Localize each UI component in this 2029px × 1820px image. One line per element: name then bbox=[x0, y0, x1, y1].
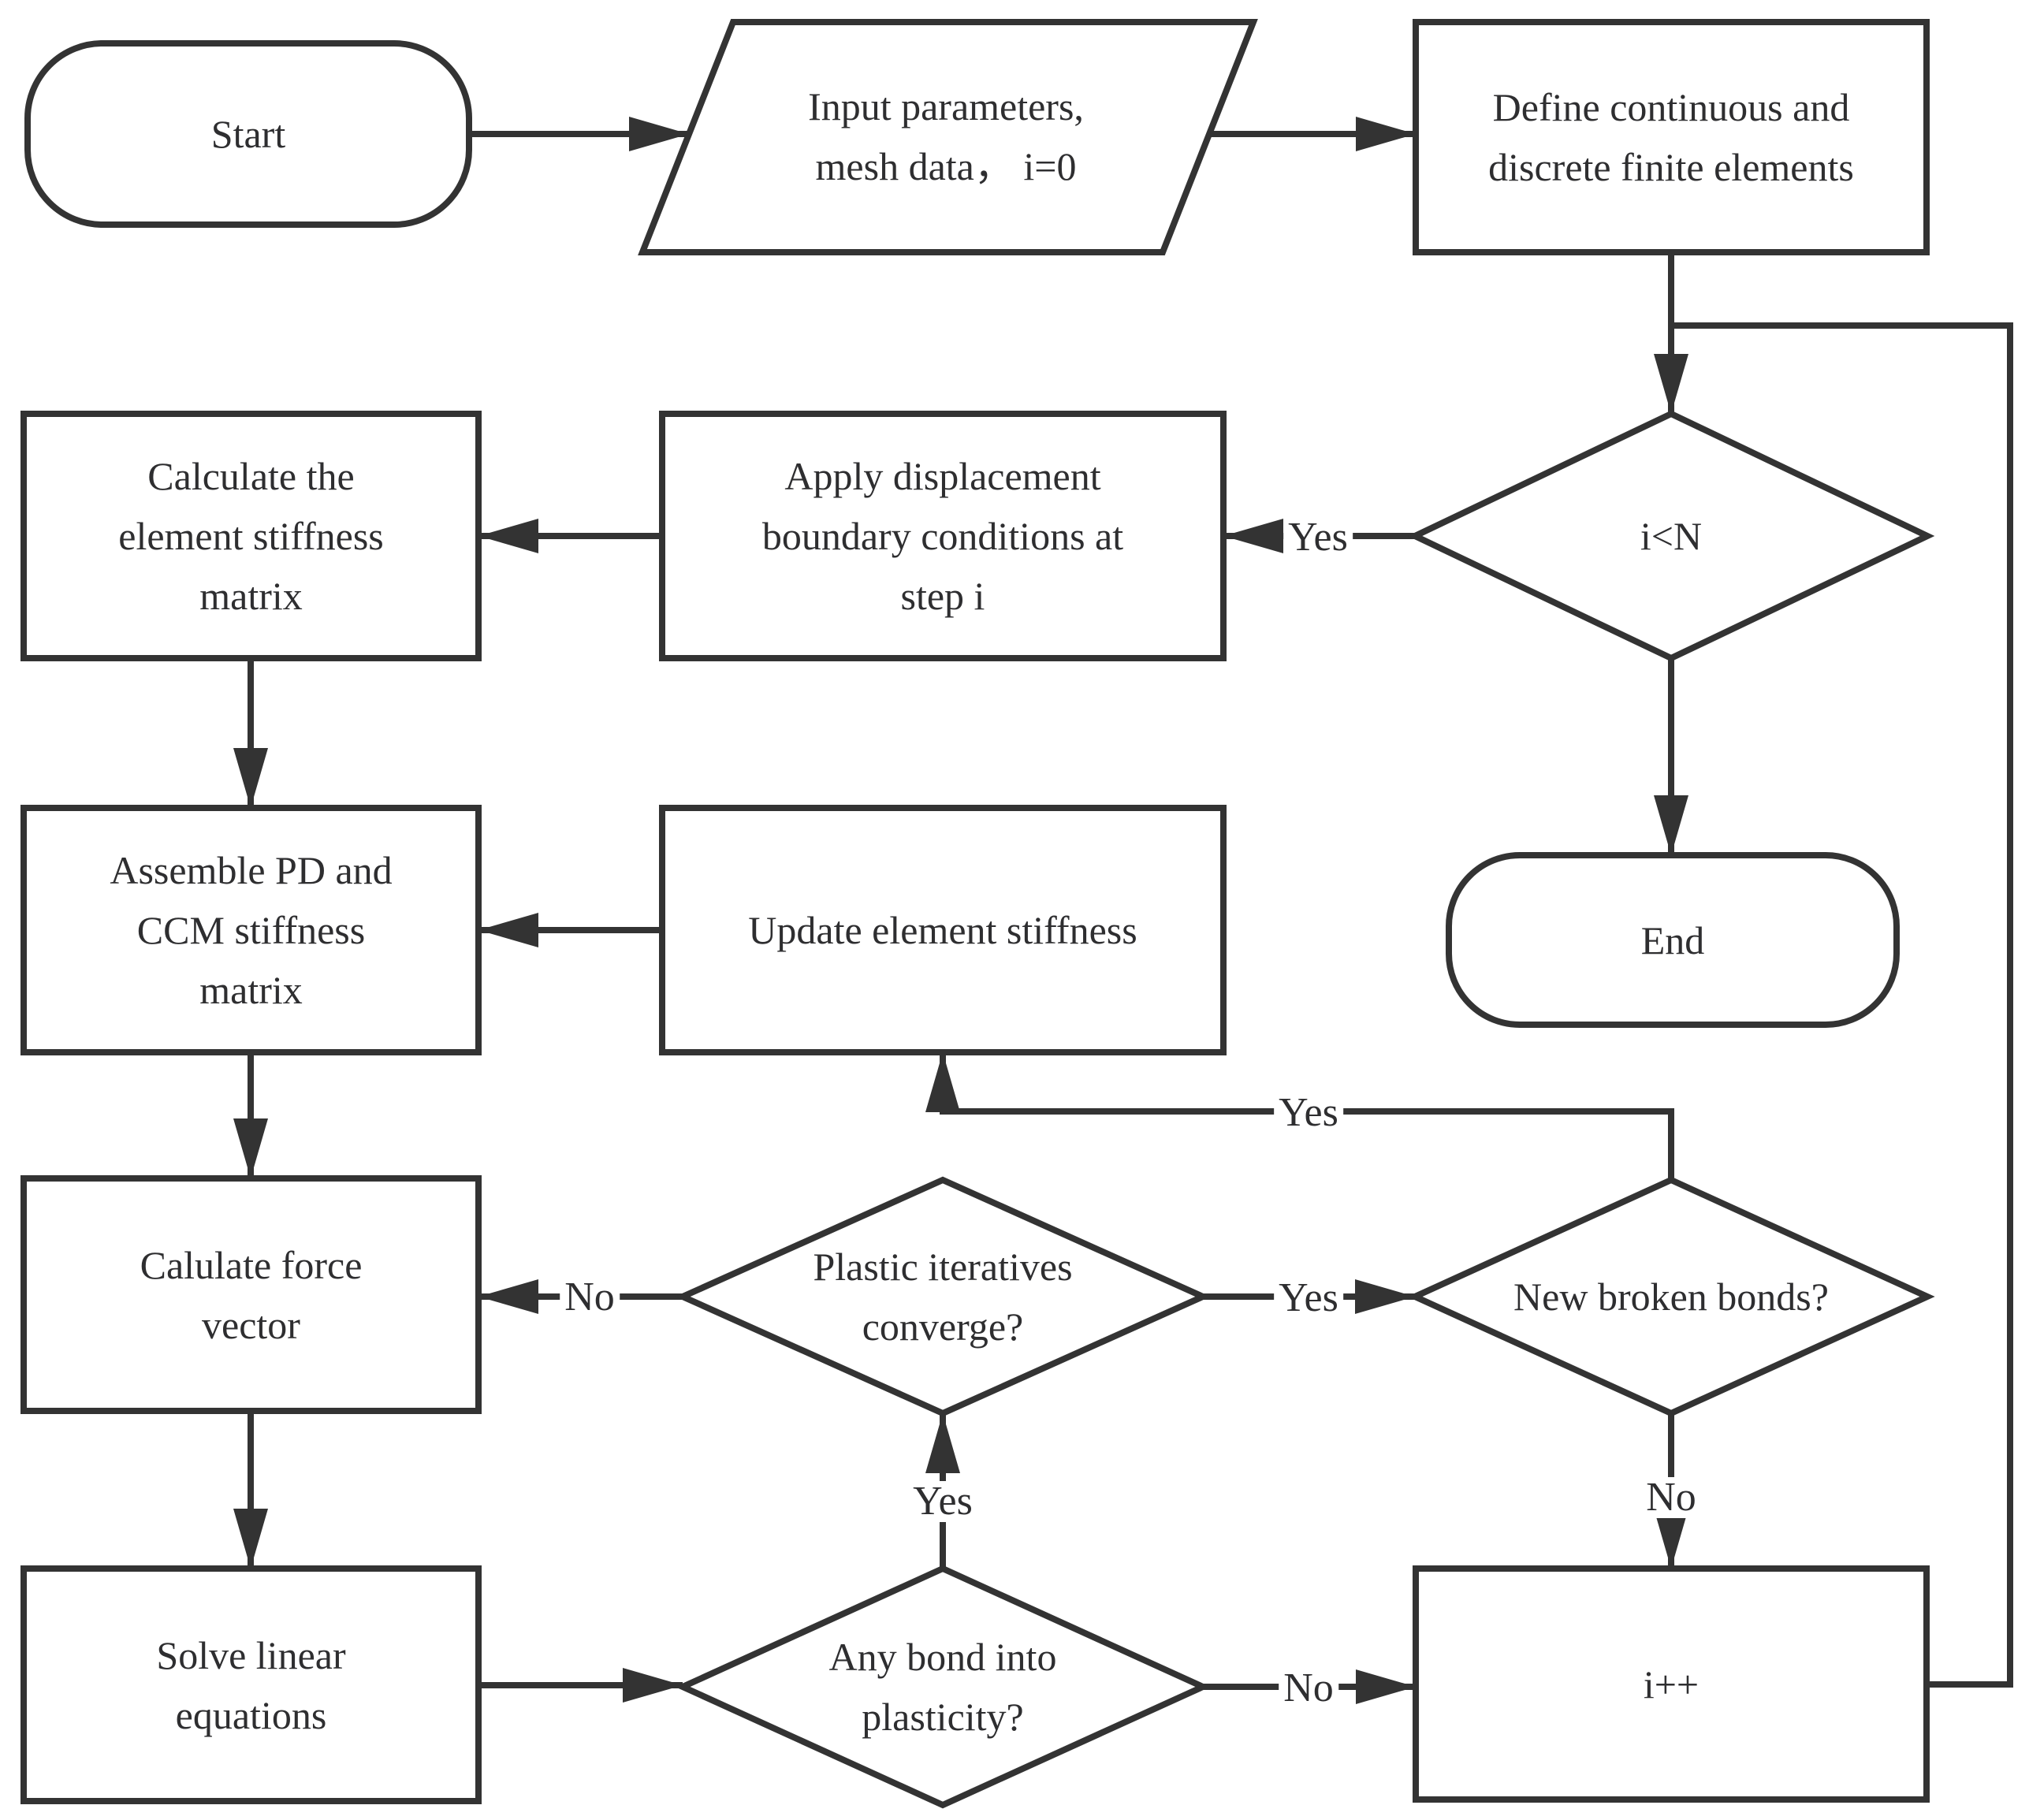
node-start-shape bbox=[24, 40, 472, 228]
node-calculate-element-stiffness-shape bbox=[20, 411, 482, 661]
connector-newbonds-update-yes bbox=[925, 1052, 1674, 1180]
connector-ipp-loop bbox=[1668, 322, 2013, 1688]
decision-i-less-than-n-shape bbox=[1407, 410, 1935, 662]
decision-any-bond-plasticity-shape bbox=[675, 1565, 1211, 1809]
decision-new-broken-bonds-shape bbox=[1407, 1176, 1935, 1417]
node-update-element-stiffness-shape bbox=[659, 805, 1227, 1055]
node-assemble-stiffness-shape bbox=[20, 805, 482, 1055]
node-i-increment-shape bbox=[1413, 1565, 1930, 1803]
node-calculate-force-vector-shape bbox=[20, 1175, 482, 1414]
decision-plastic-converge-shape bbox=[675, 1176, 1211, 1417]
node-input-parameters-shape bbox=[638, 19, 1258, 255]
node-end-shape bbox=[1446, 852, 1900, 1028]
node-solve-linear-equations-shape bbox=[20, 1565, 482, 1804]
node-define-elements-shape bbox=[1413, 19, 1930, 255]
node-apply-displacement-bc-shape bbox=[659, 411, 1227, 661]
